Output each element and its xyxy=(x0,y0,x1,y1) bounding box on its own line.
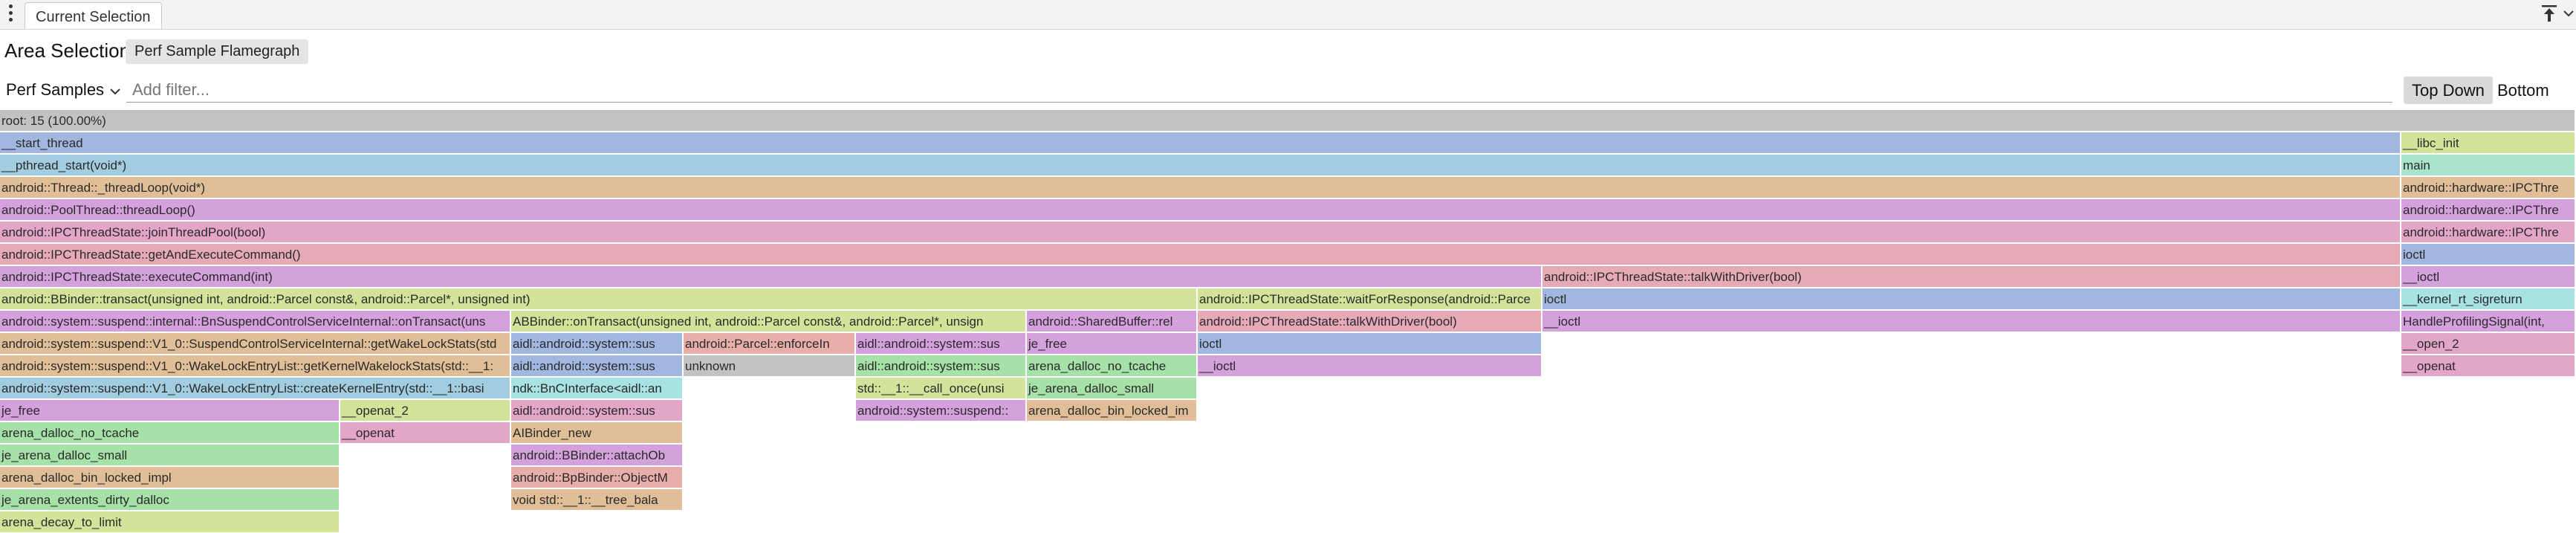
flame-frame[interactable]: HandleProfilingSignal(int, xyxy=(2401,311,2576,332)
flame-frame[interactable]: unknown xyxy=(684,355,856,377)
flame-frame[interactable]: android::IPCThreadState::getAndExecuteCo… xyxy=(0,244,2401,265)
flame-frame[interactable]: __openat_2 xyxy=(340,400,511,421)
flame-frame[interactable]: je_free xyxy=(0,400,340,421)
flame-frame[interactable]: __kernel_rt_sigreturn xyxy=(2401,288,2576,310)
flame-frame[interactable]: android::system::suspend::V1_0::WakeLock… xyxy=(0,355,511,377)
flame-frame[interactable]: void std::__1::__tree_bala xyxy=(511,489,684,511)
flame-frame[interactable]: arena_decay_to_limit xyxy=(0,511,340,533)
flame-frame[interactable]: __start_thread xyxy=(0,132,2401,154)
flame-frame[interactable]: aidl::android::system::sus xyxy=(511,333,684,355)
flame-frame[interactable]: je_free xyxy=(1027,333,1198,355)
flame-frame[interactable]: android::Parcel::enforceIn xyxy=(684,333,856,355)
flame-frame[interactable]: android::system::suspend::internal::BnSu… xyxy=(0,311,511,332)
flame-frame[interactable]: arena_dalloc_bin_locked_im xyxy=(1027,400,1198,421)
flame-frame[interactable]: android::hardware::IPCThre xyxy=(2401,222,2576,243)
area-selection-title: Area Selection xyxy=(4,39,131,62)
flame-frame[interactable]: android::BBinder::transact(unsigned int,… xyxy=(0,288,1198,310)
flame-frame[interactable]: aidl::android::system::sus xyxy=(856,333,1027,355)
flame-frame[interactable]: arena_dalloc_no_tcache xyxy=(1027,355,1198,377)
flame-frame[interactable]: AIBinder_new xyxy=(511,422,684,444)
flame-frame[interactable]: android::hardware::IPCThre xyxy=(2401,199,2576,221)
flame-frame[interactable]: ABBinder::onTransact(unsigned int, andro… xyxy=(511,311,1027,332)
flame-frame[interactable]: __ioctl xyxy=(1542,311,2401,332)
chevron-down-icon xyxy=(110,77,120,103)
flame-frame[interactable]: __openat xyxy=(340,422,511,444)
flame-frame[interactable]: arena_dalloc_bin_locked_impl xyxy=(0,467,340,488)
flame-frame[interactable]: android::Thread::_threadLoop(void*) xyxy=(0,177,2401,198)
flame-frame[interactable]: ndk::BnCInterface<aidl::an xyxy=(511,378,684,399)
top-down-button[interactable]: Top Down xyxy=(2404,77,2493,104)
details-panel-toolbar: Current Selection xyxy=(0,0,2576,30)
flame-frame[interactable]: ioctl xyxy=(1542,288,2401,310)
flame-frame[interactable]: __libc_init xyxy=(2401,132,2576,154)
flame-frame[interactable]: __ioctl xyxy=(1198,355,1542,377)
flame-frame[interactable]: aidl::android::system::sus xyxy=(856,355,1027,377)
pin-to-top-icon[interactable] xyxy=(2540,1,2559,25)
flame-frame[interactable]: android::IPCThreadState::talkWithDriver(… xyxy=(1198,311,1542,332)
flame-frame[interactable]: arena_dalloc_no_tcache xyxy=(0,422,340,444)
flame-frame[interactable]: je_arena_dalloc_small xyxy=(0,445,340,466)
flame-frame[interactable]: android::PoolThread::threadLoop() xyxy=(0,199,2401,221)
flame-frame[interactable]: main xyxy=(2401,155,2576,176)
filter-input[interactable] xyxy=(126,77,2392,103)
flame-frame[interactable]: android::IPCThreadState::waitForResponse… xyxy=(1198,288,1542,310)
flame-frame[interactable]: root: 15 (100.00%) xyxy=(0,110,2576,132)
sample-type-select[interactable]: Perf Samples xyxy=(6,77,120,103)
tab-current-selection[interactable]: Current Selection xyxy=(25,2,162,29)
bottom-up-button[interactable]: Bottom Up xyxy=(2497,81,2549,127)
chevron-down-icon[interactable] xyxy=(2563,1,2575,25)
more-vert-icon[interactable] xyxy=(3,1,18,24)
sample-type-value: Perf Samples xyxy=(6,80,105,99)
flame-frame[interactable]: ioctl xyxy=(2401,244,2576,265)
flame-frame[interactable]: ioctl xyxy=(1198,333,1542,355)
flame-frame[interactable]: aidl::android::system::sus xyxy=(511,400,684,421)
flame-frame[interactable]: android::BBinder::attachOb xyxy=(511,445,684,466)
flame-frame[interactable]: __openat xyxy=(2401,355,2576,377)
perf-sample-flamegraph-chip: Perf Sample Flamegraph xyxy=(126,39,309,64)
flame-frame[interactable]: je_arena_extents_dirty_dalloc xyxy=(0,489,340,511)
flame-frame[interactable]: __open_2 xyxy=(2401,333,2576,355)
flame-frame[interactable]: android::IPCThreadState::joinThreadPool(… xyxy=(0,222,2401,243)
flame-frame[interactable]: std::__1::__call_once(unsi xyxy=(856,378,1027,399)
flame-frame[interactable]: android::IPCThreadState::executeCommand(… xyxy=(0,266,1542,288)
flame-frame[interactable]: __pthread_start(void*) xyxy=(0,155,2401,176)
flame-frame[interactable]: je_arena_dalloc_small xyxy=(1027,378,1198,399)
flame-frame[interactable]: android::hardware::IPCThre xyxy=(2401,177,2576,198)
flame-frame[interactable]: android::SharedBuffer::rel xyxy=(1027,311,1198,332)
flame-frame[interactable]: __ioctl xyxy=(2401,266,2576,288)
flame-frame[interactable]: android::IPCThreadState::talkWithDriver(… xyxy=(1542,266,2401,288)
flamegraph: root: 15 (100.00%)__start_thread__libc_i… xyxy=(0,110,2576,533)
flame-frame[interactable]: android::system::suspend:: xyxy=(856,400,1027,421)
flame-frame[interactable]: android::BpBinder::ObjectM xyxy=(511,467,684,488)
flame-frame[interactable]: android::system::suspend::V1_0::SuspendC… xyxy=(0,333,511,355)
flame-frame[interactable]: android::system::suspend::V1_0::WakeLock… xyxy=(0,378,511,399)
flame-frame[interactable]: aidl::android::system::sus xyxy=(511,355,684,377)
